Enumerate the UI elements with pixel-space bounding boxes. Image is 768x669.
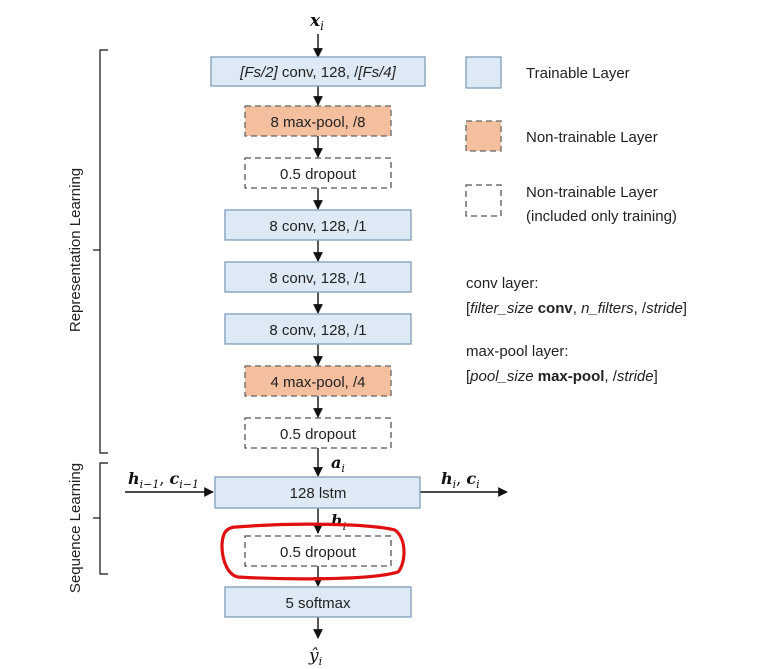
legend-nontrainable-label: Non-trainable Layer [526,129,658,146]
bracket-representation [93,49,108,454]
label-hc-prev: hi−1, ci−1 [128,469,199,491]
layer-conv1: [Fs/2] conv, 128, /[Fs/4] [210,56,426,87]
input-label: xi [309,11,324,33]
layer-maxpool-4: 4 max-pool, /4 [244,365,392,397]
highlight-circle [220,522,406,581]
svg-text:0.5 dropout: 0.5 dropout [280,544,357,561]
bracket-sequence [93,462,108,575]
svg-text:0.5 dropout: 0.5 dropout [280,426,357,443]
layer-maxpool-8: 8 max-pool, /8 [244,105,392,137]
svg-text:8 conv, 128, /1: 8 conv, 128, /1 [269,218,366,235]
legend-pool-title: max-pool layer: [466,343,569,360]
label-representation-learning: Representation Learning [67,168,84,332]
output-label: ŷi [308,646,322,668]
layer-softmax: 5 softmax [224,586,412,618]
flow-arrows [125,34,508,639]
svg-text:0.5 dropout: 0.5 dropout [280,166,357,183]
legend-conv-format: [filter_size conv, n_filters, /stride] [466,300,687,317]
layer-dropout-2: 0.5 dropout [244,417,392,449]
layer-dropout-1: 0.5 dropout [244,157,392,189]
layer-conv3: 8 conv, 128, /1 [224,261,412,293]
layer-conv4: 8 conv, 128, /1 [224,313,412,345]
svg-text:8 conv, 128, /1: 8 conv, 128, /1 [269,270,366,287]
legend-conv-title: conv layer: [466,275,539,292]
legend-pool-format: [pool_size max-pool, /stride] [466,368,658,385]
legend-trainable-label: Trainable Layer [526,65,630,82]
label-hc-next: hi, ci [441,469,480,491]
svg-text:128 lstm: 128 lstm [290,485,347,502]
svg-text:8 max-pool, /8: 8 max-pool, /8 [270,114,365,131]
label-h-i: hi [331,511,346,533]
svg-text:8 conv, 128, /1: 8 conv, 128, /1 [269,322,366,339]
svg-text:4 max-pool, /4: 4 max-pool, /4 [270,374,365,391]
legend-swatch-nontrainable [465,120,502,152]
label-a-i: ai [331,453,345,475]
svg-text:5 softmax: 5 softmax [285,595,351,612]
layer-lstm: 128 lstm [214,476,421,509]
legend-swatch-trainable [465,56,502,89]
legend-nontrainable-train-label-1: Non-trainable Layer [526,184,658,201]
label-sequence-learning: Sequence Learning [67,463,84,593]
legend-nontrainable-train-label-2: (included only training) [526,208,677,225]
legend: Trainable Layer Non-trainable Layer Non-… [465,56,687,385]
svg-text:[Fs/2] conv, 128, /[Fs/4]: [Fs/2] conv, 128, /[Fs/4] [239,64,396,81]
layer-conv2: 8 conv, 128, /1 [224,209,412,241]
layer-dropout-3: 0.5 dropout [244,535,392,567]
legend-swatch-dropout [465,184,502,217]
